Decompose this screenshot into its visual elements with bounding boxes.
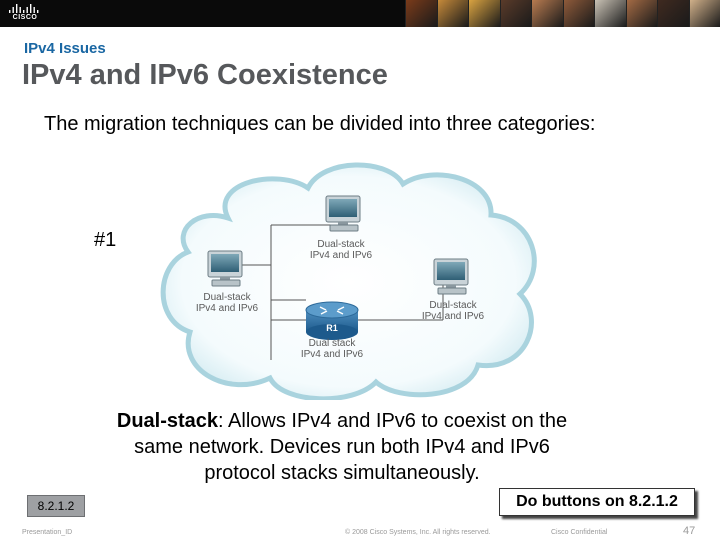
footer-classification: Cisco Confidential: [551, 529, 607, 536]
banner-photo-4: [500, 0, 532, 27]
router-label-1: Dual stack: [309, 338, 357, 349]
banner-photo-3: [468, 0, 500, 27]
left-dual-stack-host-icon: [208, 251, 242, 286]
banner-photo-9: [657, 0, 689, 27]
banner-photo-7: [594, 0, 626, 27]
dual-stack-description: Dual-stack: Allows IPv4 and IPv6 to coex…: [112, 408, 572, 486]
left-host-label-2: IPv4 and IPv6: [196, 303, 259, 314]
page-number: 47: [683, 525, 695, 537]
banner-photo-1: [405, 0, 437, 27]
item-number: #1: [94, 229, 116, 252]
top-host-label-1: Dual-stack: [317, 239, 365, 250]
top-dual-stack-host-icon: [326, 196, 360, 231]
photo-strip: [405, 0, 720, 27]
router-icon: [306, 302, 358, 340]
right-host-label-1: Dual-stack: [429, 300, 477, 311]
right-dual-stack-host-icon: [434, 259, 468, 294]
banner-photo-8: [626, 0, 658, 27]
slide-title: IPv4 and IPv6 Coexistence: [22, 59, 388, 92]
banner-photo-6: [563, 0, 595, 27]
description-term: Dual-stack: [117, 410, 218, 432]
cisco-logo: CISCO: [8, 3, 42, 23]
top-host-label-2: IPv4 and IPv6: [310, 250, 373, 261]
section-label: IPv4 Issues: [24, 40, 106, 57]
footer-copyright: © 2008 Cisco Systems, Inc. All rights re…: [345, 529, 491, 536]
top-banner: CISCO: [0, 0, 720, 27]
reference-badge: 8.2.1.2: [27, 495, 85, 517]
right-host-label-2: IPv4 and IPv6: [422, 311, 485, 322]
router-name: R1: [326, 323, 338, 333]
banner-photo-10: [689, 0, 720, 27]
banner-photo-2: [437, 0, 469, 27]
banner-photo-5: [531, 0, 563, 27]
router-label-2: IPv4 and IPv6: [301, 349, 364, 360]
footer-presentation-id: Presentation_ID: [22, 529, 72, 536]
intro-text: The migration techniques can be divided …: [44, 112, 614, 136]
logo-text: CISCO: [8, 14, 42, 21]
callout-box: Do buttons on 8.2.1.2: [499, 488, 695, 516]
left-host-label-1: Dual-stack: [203, 292, 251, 303]
dual-stack-diagram: Dual-stack IPv4 and IPv6 Dual-stack IPv4…: [158, 160, 544, 400]
